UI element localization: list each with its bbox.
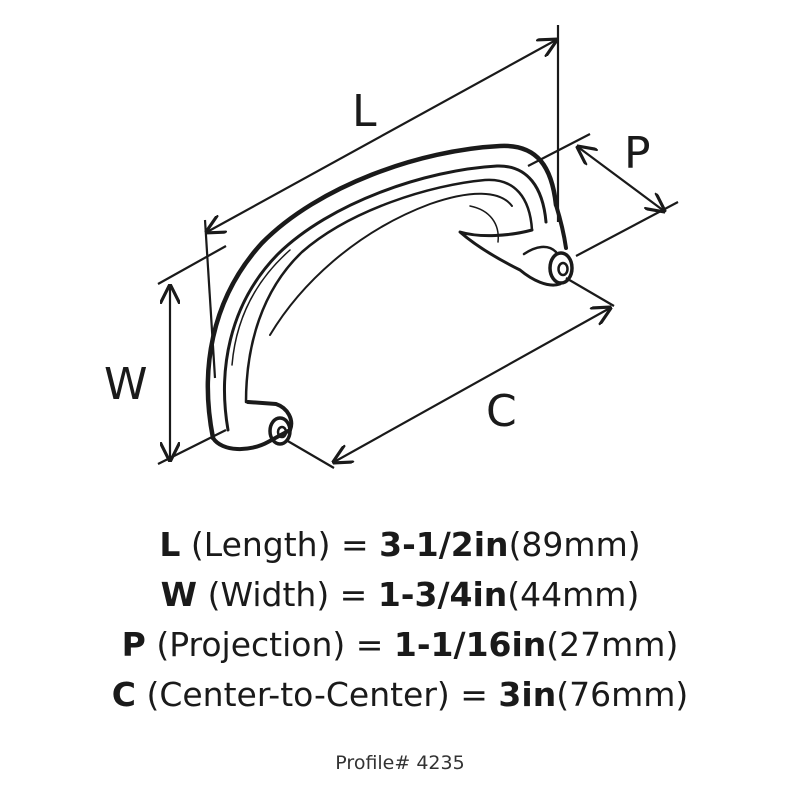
spec-imperial: 1-3/4in (377, 575, 508, 614)
projection-ext-top (527, 133, 591, 167)
spec-imperial: 3-1/2in (379, 525, 509, 564)
width-label: W (104, 359, 148, 410)
width-ext-bottom (157, 429, 227, 465)
projection-label: P (624, 128, 651, 179)
spec-center-to-center: C (Center-to-Center) = 3in(76mm) (0, 670, 800, 720)
spec-length: L (Length) = 3-1/2in(89mm) (0, 520, 800, 570)
projection-dimension-line (578, 147, 664, 211)
center-dimension-line (334, 308, 610, 462)
length-dimension-line (207, 40, 556, 232)
length-label: L (352, 86, 377, 137)
cup-pull-handle (205, 143, 574, 452)
spec-description: (Projection) = (145, 625, 394, 664)
profile-number: Profile# 4235 (335, 752, 465, 774)
handle-cup-lip (269, 192, 513, 336)
spec-metric: (44mm) (507, 575, 640, 614)
cup-pull-dimension-drawing: L P W C (104, 25, 679, 469)
spec-projection: P (Projection) = 1-1/16in(27mm) (0, 620, 800, 670)
handle-cup-face (244, 178, 534, 404)
spec-imperial: 1-1/16in (393, 625, 547, 664)
left-foot-hole (276, 425, 288, 439)
length-ext-left (203, 219, 217, 379)
spec-metric: (27mm) (546, 625, 679, 664)
right-foot-hole (557, 261, 569, 277)
dimension-lines (157, 25, 679, 469)
handle-highlight (231, 249, 291, 366)
spec-description: (Length) = (180, 525, 380, 564)
width-ext-top (157, 245, 227, 285)
spec-letter: P (121, 625, 146, 664)
spec-metric: (76mm) (556, 675, 689, 714)
spec-description: (Width) = (197, 575, 378, 614)
left-foot-mount (268, 416, 292, 446)
spec-letter: L (159, 525, 181, 564)
spec-imperial: 3in (498, 675, 557, 714)
dimension-specs: L (Length) = 3-1/2in(89mm) W (Width) = 1… (0, 520, 800, 720)
handle-right-foot (458, 228, 562, 287)
spec-description: (Center-to-Center) = (135, 675, 499, 714)
spec-letter: W (160, 575, 198, 614)
spec-letter: C (111, 675, 136, 714)
spec-width: W (Width) = 1-3/4in(44mm) (0, 570, 800, 620)
right-foot-mount (548, 251, 574, 285)
center-label: C (486, 386, 517, 437)
center-ext-right (565, 277, 615, 307)
center-ext-left (285, 439, 335, 469)
spec-metric: (89mm) (508, 525, 641, 564)
